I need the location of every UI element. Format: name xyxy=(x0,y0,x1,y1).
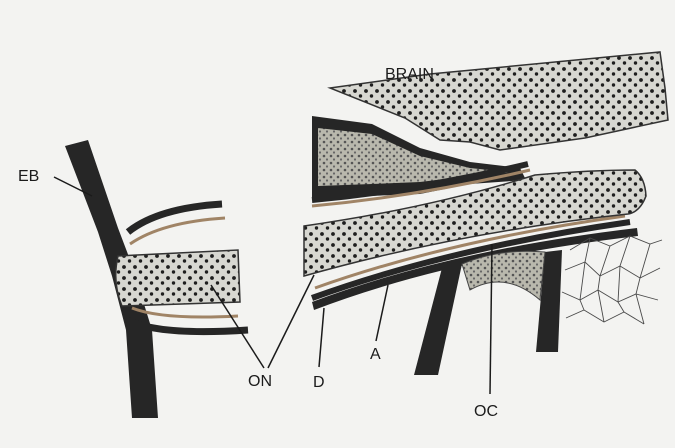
cellular-network xyxy=(562,236,662,324)
label-a: A xyxy=(370,346,381,363)
intraorbital-optic-nerve xyxy=(116,250,240,306)
label-d: D xyxy=(313,374,325,391)
label-eb: EB xyxy=(18,168,39,185)
label-oc: OC xyxy=(474,403,498,420)
bone-pillar-left xyxy=(414,264,462,375)
label-brain: BRAIN xyxy=(385,66,434,83)
label-on: ON xyxy=(248,373,272,390)
orbital-arachnoid-lower xyxy=(132,308,238,317)
